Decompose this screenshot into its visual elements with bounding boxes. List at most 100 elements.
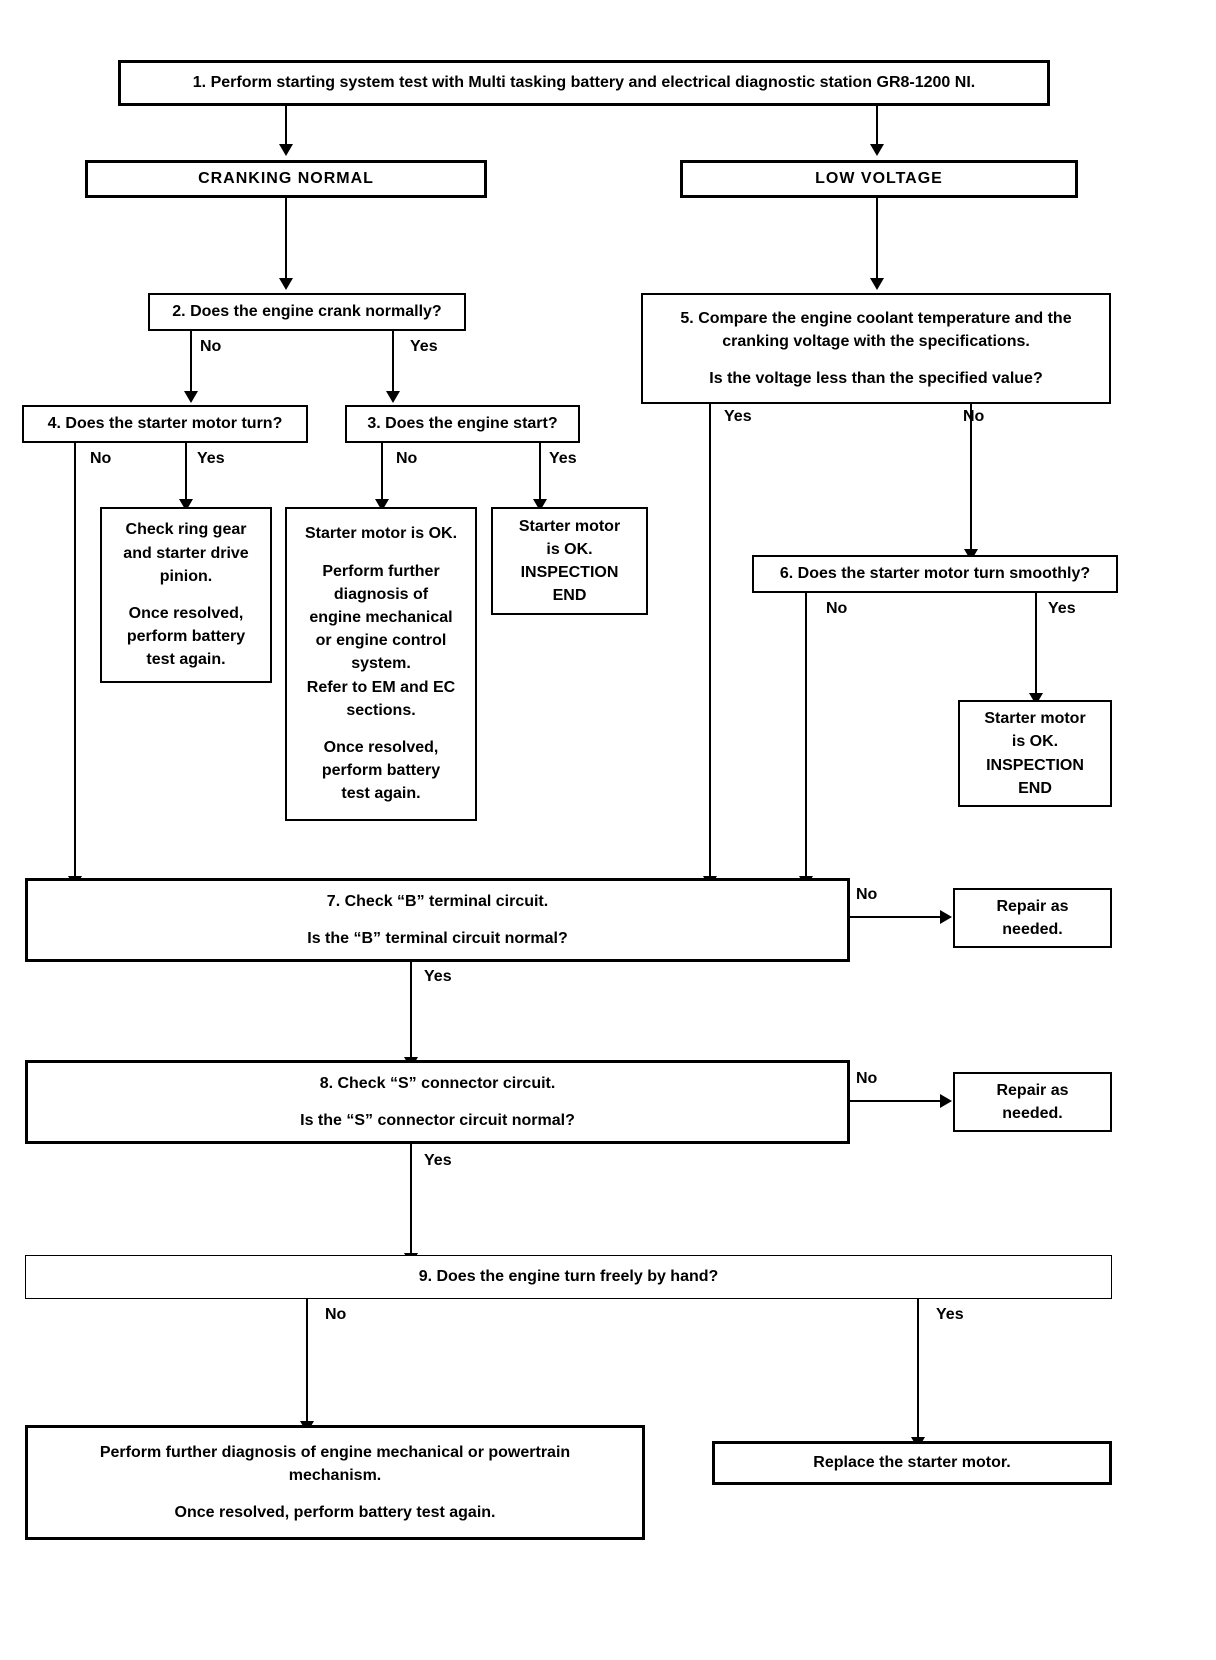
node-starter-ok-diagnosis[interactable]: Starter motor is OK. Perform further dia… <box>285 507 477 821</box>
node-further-diagnosis-line3: Once resolved, perform battery test agai… <box>174 1504 496 1522</box>
edge-step3-yes <box>539 443 541 501</box>
node-step5-line1: 5. Compare the engine coolant temperatur… <box>680 309 1072 327</box>
node-repair-as-needed-8[interactable]: Repair as needed. <box>953 1072 1112 1132</box>
arrowhead-step2-yes <box>386 391 400 403</box>
node-cranking-normal[interactable]: CRANKING NORMAL <box>85 160 487 198</box>
edge-label-step8-yes: Yes <box>424 1152 452 1169</box>
node-starter-ok-diagnosis-line6: system. <box>351 655 411 673</box>
edge-step2-yes <box>392 331 394 393</box>
edge-step5-yes <box>709 404 711 878</box>
node-cranking-normal-text: CRANKING NORMAL <box>198 170 374 188</box>
edge-step9-yes <box>917 1299 919 1439</box>
edge-label-step3-no: No <box>396 450 418 467</box>
node-starter-ok-end-right-line2: is OK. <box>1011 733 1059 751</box>
edge-step9-no <box>306 1299 308 1423</box>
edge-label-step4-yes: Yes <box>197 450 225 467</box>
node-step5-line2: cranking voltage with the specifications… <box>722 332 1030 350</box>
edge-step8-no <box>850 1100 945 1102</box>
edge-step1-to-lowvoltage <box>876 106 878 146</box>
node-starter-ok-diagnosis-spacer2 <box>292 722 470 736</box>
edge-step5-no <box>970 404 972 551</box>
node-starter-ok-diagnosis-line10: perform battery <box>321 762 441 780</box>
node-step7-spacer <box>38 913 837 927</box>
edge-label-step6-no: No <box>826 600 848 617</box>
edge-lowvoltage-to-step5 <box>876 198 878 280</box>
node-step2[interactable]: 2. Does the engine crank normally? <box>148 293 466 331</box>
node-low-voltage[interactable]: LOW VOLTAGE <box>680 160 1078 198</box>
node-repair-as-needed-7-line1: Repair as <box>996 897 1069 915</box>
node-step9[interactable]: 9. Does the engine turn freely by hand? <box>25 1255 1112 1299</box>
node-further-diagnosis-spacer <box>40 1487 630 1501</box>
node-check-ring-gear-line5: perform battery <box>126 628 246 646</box>
node-starter-ok-diagnosis-line1: Starter motor is OK. <box>304 525 458 543</box>
node-starter-ok-end-left-line4: END <box>552 587 587 605</box>
node-step6[interactable]: 6. Does the starter motor turn smoothly? <box>752 555 1118 593</box>
node-step3[interactable]: 3. Does the engine start? <box>345 405 580 443</box>
arrowhead-lowvoltage-step5 <box>870 278 884 290</box>
edge-label-step9-yes: Yes <box>936 1306 964 1323</box>
node-starter-ok-diagnosis-line3: diagnosis of <box>333 585 429 603</box>
node-replace-starter-motor[interactable]: Replace the starter motor. <box>712 1441 1112 1485</box>
edge-step7-no <box>850 916 945 918</box>
node-starter-ok-end-left[interactable]: Starter motor is OK. INSPECTION END <box>491 507 648 615</box>
node-starter-ok-diagnosis-line5: or engine control <box>315 632 447 650</box>
node-starter-ok-end-right[interactable]: Starter motor is OK. INSPECTION END <box>958 700 1112 807</box>
edge-step4-no <box>74 443 76 878</box>
edge-label-step5-no: No <box>963 408 985 425</box>
node-step8[interactable]: 8. Check “S” connector circuit. Is the “… <box>25 1060 850 1144</box>
node-repair-as-needed-7[interactable]: Repair as needed. <box>953 888 1112 948</box>
node-starter-ok-end-right-line4: END <box>1018 779 1052 797</box>
node-step4-text: 4. Does the starter motor turn? <box>47 415 283 433</box>
edge-step4-yes <box>185 443 187 501</box>
edge-step7-yes <box>410 962 412 1059</box>
edge-label-step2-yes: Yes <box>410 338 438 355</box>
node-check-ring-gear-line2: and starter drive <box>123 544 249 562</box>
node-starter-ok-end-left-line2: is OK. <box>546 540 593 558</box>
edge-label-step2-no: No <box>200 338 222 355</box>
node-repair-as-needed-8-line1: Repair as <box>996 1081 1069 1099</box>
edge-label-step3-yes: Yes <box>549 450 577 467</box>
node-step5[interactable]: 5. Compare the engine coolant temperatur… <box>641 293 1111 404</box>
edge-label-step4-no: No <box>90 450 112 467</box>
node-starter-ok-diagnosis-line4: engine mechanical <box>309 609 453 627</box>
arrowhead-step1-cranking <box>279 144 293 156</box>
node-starter-ok-end-left-line1: Starter motor <box>518 517 621 535</box>
node-check-ring-gear[interactable]: Check ring gear and starter drive pinion… <box>100 507 272 683</box>
arrowhead-cranking-step2 <box>279 278 293 290</box>
node-step7-line1: 7. Check “B” terminal circuit. <box>326 892 549 910</box>
edge-label-step5-yes: Yes <box>724 408 752 425</box>
edge-label-step9-no: No <box>325 1306 347 1323</box>
node-step8-spacer <box>38 1095 837 1109</box>
node-check-ring-gear-line1: Check ring gear <box>125 521 247 539</box>
node-step5-spacer <box>653 353 1099 367</box>
node-further-diagnosis[interactable]: Perform further diagnosis of engine mech… <box>25 1425 645 1540</box>
node-step9-text: 9. Does the engine turn freely by hand? <box>418 1268 719 1286</box>
node-replace-starter-motor-text: Replace the starter motor. <box>813 1454 1011 1472</box>
edge-step6-no <box>805 593 807 878</box>
node-check-ring-gear-line3: pinion. <box>159 567 213 585</box>
edge-step2-no <box>190 331 192 393</box>
edge-label-step8-no: No <box>856 1070 878 1087</box>
node-starter-ok-diagnosis-spacer1 <box>292 546 470 560</box>
node-step1-text: 1. Perform starting system test with Mul… <box>192 74 976 92</box>
node-check-ring-gear-line6: test again. <box>146 651 226 669</box>
node-step1[interactable]: 1. Perform starting system test with Mul… <box>118 60 1050 106</box>
node-step2-text: 2. Does the engine crank normally? <box>172 303 442 321</box>
edge-label-step7-yes: Yes <box>424 968 452 985</box>
node-step3-text: 3. Does the engine start? <box>367 415 558 433</box>
edge-step1-to-cranking <box>285 106 287 146</box>
node-starter-ok-diagnosis-line7: Refer to EM and EC <box>306 678 456 696</box>
node-step4[interactable]: 4. Does the starter motor turn? <box>22 405 308 443</box>
edge-label-step6-yes: Yes <box>1048 600 1076 617</box>
node-starter-ok-end-left-line3: INSPECTION <box>520 564 619 581</box>
node-repair-as-needed-8-line2: needed. <box>1002 1105 1063 1122</box>
edge-step3-no <box>381 443 383 501</box>
edge-step8-yes <box>410 1144 412 1255</box>
node-step5-line3: Is the voltage less than the specified v… <box>709 370 1043 388</box>
node-step7[interactable]: 7. Check “B” terminal circuit. Is the “B… <box>25 878 850 962</box>
arrowhead-step7-no <box>940 910 952 924</box>
edge-step6-yes <box>1035 593 1037 695</box>
node-step8-line1: 8. Check “S” connector circuit. <box>319 1074 556 1092</box>
node-starter-ok-end-right-line1: Starter motor <box>984 710 1086 728</box>
